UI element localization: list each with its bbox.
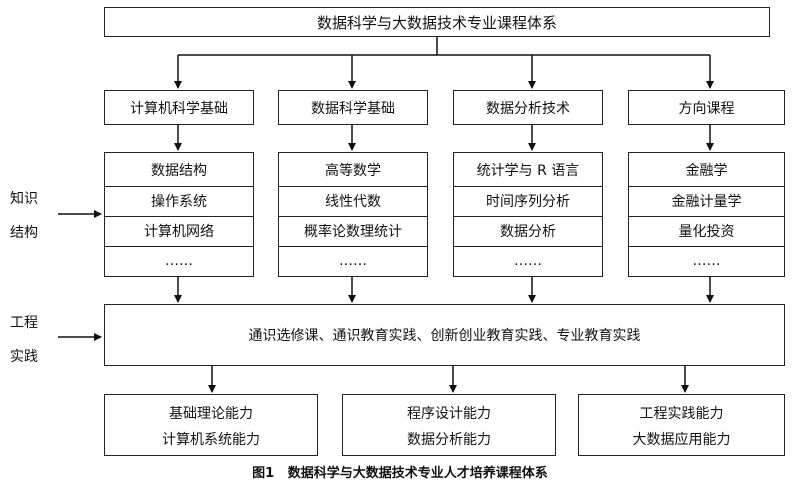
ability-text: 数据分析能力 <box>407 432 491 448</box>
ability-text: 大数据应用能力 <box>632 432 731 448</box>
figure-caption-text: 数据科学与大数据技术专业人才培养课程体系 <box>287 466 548 481</box>
ability-box-3: 工程实践能力 大数据应用能力 <box>578 394 785 456</box>
ability-box-1: 基础理论能力 计算机系统能力 <box>104 394 318 456</box>
list-item: 数据结构 <box>151 163 207 179</box>
list-item: …… <box>339 253 367 269</box>
list-item: 高等数学 <box>325 163 381 179</box>
curriculum-title: 数据科学与大数据技术专业课程体系 <box>316 13 557 32</box>
course-list-direction: 金融学 金融计量学 量化投资 …… <box>628 152 785 277</box>
list-item: 金融学 <box>685 163 728 179</box>
course-list-ds: 高等数学 线性代数 概率论数理统计 …… <box>278 152 428 277</box>
knowledge-label-line2: 结构 <box>10 225 38 241</box>
list-item: …… <box>514 253 542 269</box>
column-header-direction: 方向课程 <box>628 90 785 125</box>
course-list-cs: 数据结构 操作系统 计算机网络 …… <box>104 152 254 277</box>
course-list-da: 统计学与 R 语言 时间序列分析 数据分析 …… <box>453 152 603 277</box>
list-item: 金融计量学 <box>671 194 742 210</box>
ability-box-2: 程序设计能力 数据分析能力 <box>342 394 556 456</box>
column-header-da: 数据分析技术 <box>453 90 603 125</box>
knowledge-label-line1: 知识 <box>10 191 38 207</box>
list-item: 量化投资 <box>678 224 735 240</box>
practice-label-line1: 工程 <box>10 315 38 331</box>
list-item: …… <box>165 253 193 269</box>
list-item: 概率论数理统计 <box>304 224 402 240</box>
list-item: 时间序列分析 <box>486 194 570 210</box>
list-item: …… <box>692 253 721 269</box>
ability-text: 基础理论能力 <box>169 406 253 422</box>
practice-label-line2: 实践 <box>10 349 38 365</box>
figure-label: 图1 <box>252 466 275 481</box>
list-item: 数据分析 <box>500 224 556 240</box>
ability-text: 程序设计能力 <box>407 406 491 422</box>
column-header-ds: 数据科学基础 <box>278 90 428 125</box>
list-item: 操作系统 <box>151 194 207 210</box>
list-item: 计算机网络 <box>144 224 214 240</box>
ability-text: 工程实践能力 <box>639 406 724 422</box>
ability-text: 计算机系统能力 <box>162 432 260 448</box>
figure-caption: 图1 数据科学与大数据技术专业人才培养课程体系 <box>0 462 800 481</box>
column-header-cs: 计算机科学基础 <box>104 90 254 125</box>
curriculum-title-box: 数据科学与大数据技术专业课程体系 <box>104 7 770 37</box>
engineering-practice-box: 通识选修课、通识教育实践、创新创业教育实践、专业教育实践 <box>104 304 785 366</box>
list-item: 线性代数 <box>325 194 381 210</box>
list-item: 统计学与 R 语言 <box>476 163 580 179</box>
